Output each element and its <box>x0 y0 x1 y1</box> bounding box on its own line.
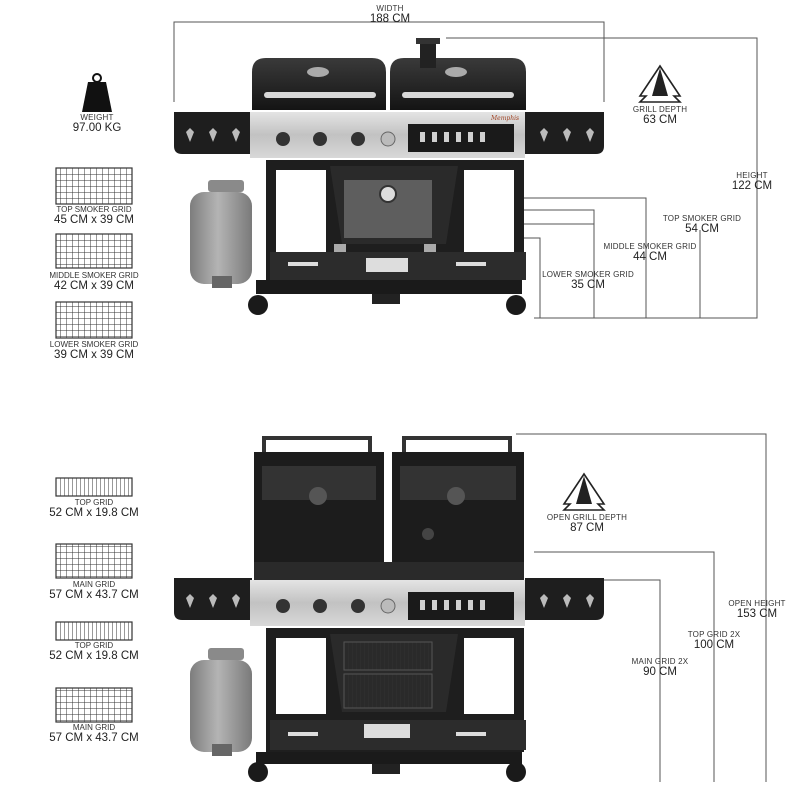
depth-icon <box>638 64 682 103</box>
bottom-grid-icons <box>55 477 133 723</box>
open-depth-icon <box>562 472 606 511</box>
weight-icon <box>82 73 112 112</box>
brand-logo: Memphis <box>490 115 519 122</box>
propane-tank-icon <box>190 180 252 288</box>
grill-open-illustration <box>174 436 604 782</box>
grill-closed-illustration: Memphis <box>174 38 604 315</box>
grid-icon <box>55 167 133 339</box>
